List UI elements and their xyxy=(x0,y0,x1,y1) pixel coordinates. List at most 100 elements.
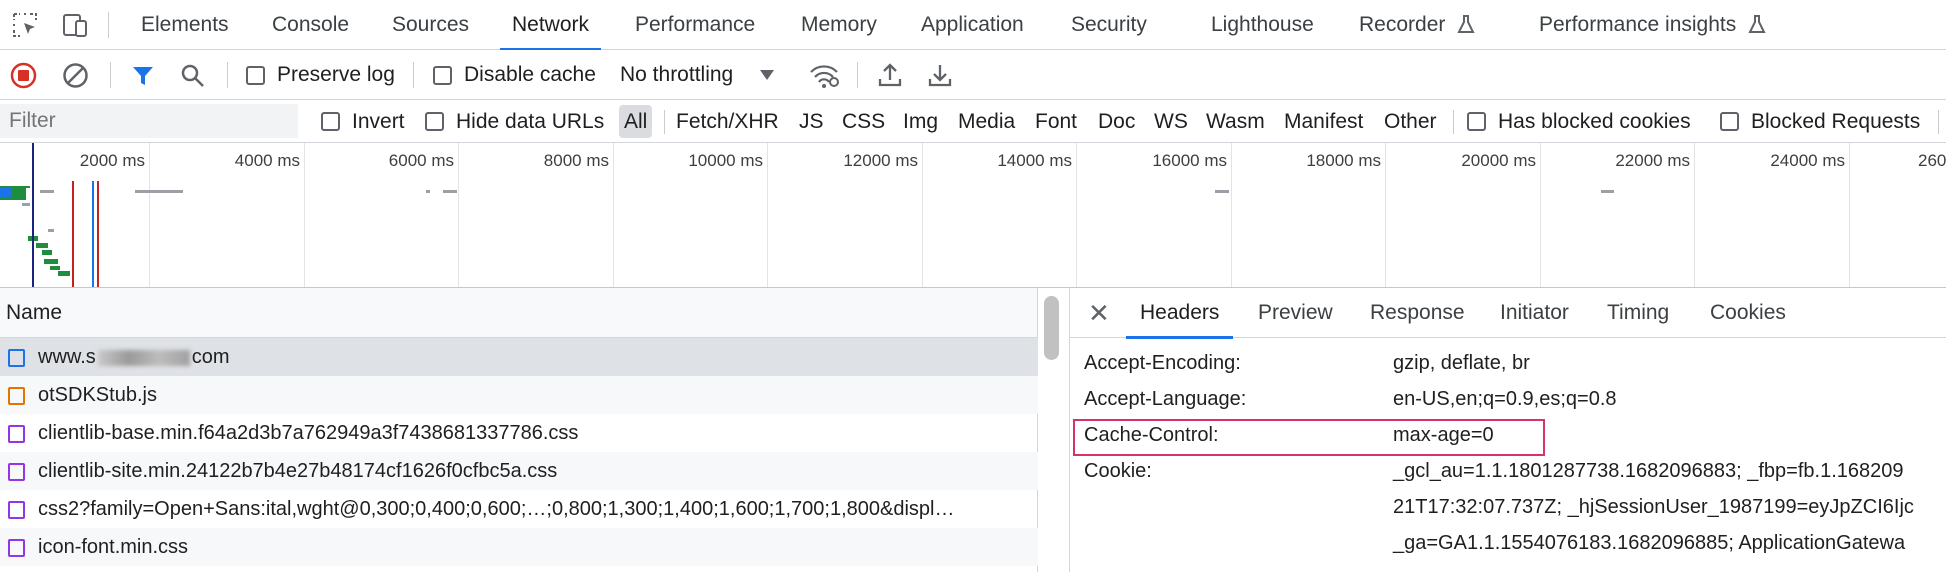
type-filter-all[interactable]: All xyxy=(619,105,653,138)
filter-icon[interactable] xyxy=(131,64,155,88)
filter-input[interactable] xyxy=(0,104,298,138)
checkbox-box[interactable] xyxy=(433,65,452,85)
experiment-flask-icon xyxy=(1748,15,1766,33)
device-toolbar-icon[interactable] xyxy=(60,10,90,40)
type-filter-css[interactable]: CSS xyxy=(842,109,886,133)
type-filter-doc[interactable]: Doc xyxy=(1098,109,1136,133)
filter-separator xyxy=(664,110,665,134)
header-name: Accept-Encoding: xyxy=(1084,352,1241,374)
tab-sources[interactable]: Sources xyxy=(392,13,470,36)
export-har-icon[interactable] xyxy=(927,62,953,88)
preserve-log-checkbox[interactable]: Preserve log xyxy=(246,50,395,100)
checkbox-box[interactable] xyxy=(1720,112,1739,131)
waterfall-bar xyxy=(48,229,54,232)
import-har-icon[interactable] xyxy=(877,62,903,88)
disable-cache-checkbox[interactable]: Disable cache xyxy=(433,50,596,100)
tab-recorder[interactable]: Recorder xyxy=(1359,0,1475,50)
hide-data-urls-checkbox[interactable]: Hide data URLs xyxy=(425,100,604,143)
invert-label: Invert xyxy=(352,109,405,133)
tab-performance[interactable]: Performance xyxy=(635,13,756,36)
type-filter-img[interactable]: Img xyxy=(903,109,939,133)
throttling-select[interactable]: No throttling xyxy=(620,50,775,100)
type-filter-ws[interactable]: WS xyxy=(1154,109,1188,133)
waterfall-bar xyxy=(42,250,52,255)
tick-label: 2000 ms xyxy=(79,151,145,170)
checkbox-box[interactable] xyxy=(321,112,340,131)
toolbar-separator xyxy=(413,62,414,88)
type-filter-wasm[interactable]: Wasm xyxy=(1206,109,1265,133)
blocked-requests-checkbox[interactable]: Blocked Requests xyxy=(1720,100,1920,143)
hide-data-urls-label: Hide data URLs xyxy=(456,109,605,133)
header-value: _gcl_au=1.1.1801287738.1682096883; _fbp=… xyxy=(1393,460,1904,482)
request-row[interactable]: css2?family=Open+Sans:ital,wght@0,300;0,… xyxy=(0,490,1038,528)
network-toolbar: Preserve log Disable cache No throttling xyxy=(0,50,1946,100)
tick-label: 8000 ms xyxy=(543,151,609,170)
search-icon[interactable] xyxy=(180,63,206,89)
chevron-down-icon xyxy=(760,70,775,80)
tab-timing[interactable]: Timing xyxy=(1607,301,1670,324)
tab-memory[interactable]: Memory xyxy=(801,13,877,36)
tick-label: 18000 ms xyxy=(1306,151,1381,170)
tab-security[interactable]: Security xyxy=(1071,13,1147,36)
grid-line xyxy=(1849,143,1850,287)
type-filter-font[interactable]: Font xyxy=(1035,109,1078,133)
tab-elements[interactable]: Elements xyxy=(141,13,229,36)
invert-checkbox[interactable]: Invert xyxy=(321,100,405,143)
waterfall-bar xyxy=(50,266,60,270)
network-overview[interactable]: 2000 ms 4000 ms 6000 ms 8000 ms 10000 ms… xyxy=(0,143,1946,288)
tab-console[interactable]: Console xyxy=(272,13,350,36)
clear-icon[interactable] xyxy=(62,62,89,89)
type-filter-fetch-xhr[interactable]: Fetch/XHR xyxy=(676,109,779,133)
tick-label: 16000 ms xyxy=(1152,151,1227,170)
tab-performance-insights[interactable]: Performance insights xyxy=(1539,0,1766,50)
request-row[interactable]: otSDKStub.js xyxy=(0,376,1038,414)
checkbox-box[interactable] xyxy=(246,65,265,85)
tick-label: 14000 ms xyxy=(997,151,1072,170)
tab-preview[interactable]: Preview xyxy=(1258,301,1333,324)
stylesheet-icon xyxy=(8,425,25,443)
request-row[interactable]: clientlib-site.min.24122b7b4e27b48174cf1… xyxy=(0,452,1038,490)
tab-recorder-label: Recorder xyxy=(1359,13,1446,36)
tab-headers[interactable]: Headers xyxy=(1125,288,1234,339)
tab-response[interactable]: Response xyxy=(1370,301,1465,324)
stylesheet-icon xyxy=(8,463,25,481)
stop-recording-icon[interactable] xyxy=(10,62,37,89)
type-filter-manifest[interactable]: Manifest xyxy=(1284,109,1364,133)
script-icon xyxy=(8,387,25,405)
toolbar-separator xyxy=(227,62,228,88)
throttling-value: No throttling xyxy=(620,63,734,86)
request-details-panel: ✕ Headers Preview Response Initiator Tim… xyxy=(1069,288,1946,572)
column-header-name[interactable]: Name xyxy=(0,288,1037,338)
request-row[interactable]: icon-font.min.css xyxy=(0,528,1038,566)
waterfall-bar xyxy=(36,243,48,248)
grid-line xyxy=(1694,143,1695,287)
type-filter-media[interactable]: Media xyxy=(958,109,1016,133)
grid-line xyxy=(458,143,459,287)
close-icon[interactable]: ✕ xyxy=(1088,298,1110,328)
experiment-flask-icon xyxy=(1457,15,1475,33)
inspect-element-icon[interactable] xyxy=(10,10,40,40)
grid-line xyxy=(149,143,150,287)
network-conditions-icon[interactable] xyxy=(808,62,840,90)
request-name: otSDKStub.js xyxy=(38,384,157,406)
has-blocked-cookies-checkbox[interactable]: Has blocked cookies xyxy=(1467,100,1691,143)
tab-initiator[interactable]: Initiator xyxy=(1500,301,1569,324)
checkbox-box[interactable] xyxy=(425,112,444,131)
tab-network[interactable]: Network xyxy=(499,0,602,51)
request-name-prefix: www.s xyxy=(38,346,96,368)
tab-application[interactable]: Application xyxy=(921,13,1024,36)
header-value: en-US,en;q=0.9,es;q=0.8 xyxy=(1393,388,1617,410)
tab-cookies[interactable]: Cookies xyxy=(1710,301,1786,324)
waterfall-bar xyxy=(1215,190,1229,193)
blocked-requests-label: Blocked Requests xyxy=(1751,109,1921,133)
header-name: Cache-Control: xyxy=(1084,424,1219,446)
request-list-scrollbar[interactable] xyxy=(1044,296,1059,360)
request-row[interactable]: clientlib-base.min.f64a2d3b7a762949a3f74… xyxy=(0,414,1038,452)
tab-lighthouse[interactable]: Lighthouse xyxy=(1211,13,1314,36)
tab-separator xyxy=(108,12,109,38)
checkbox-box[interactable] xyxy=(1467,112,1486,131)
type-filter-js[interactable]: JS xyxy=(799,109,824,133)
type-filter-other[interactable]: Other xyxy=(1384,109,1437,133)
